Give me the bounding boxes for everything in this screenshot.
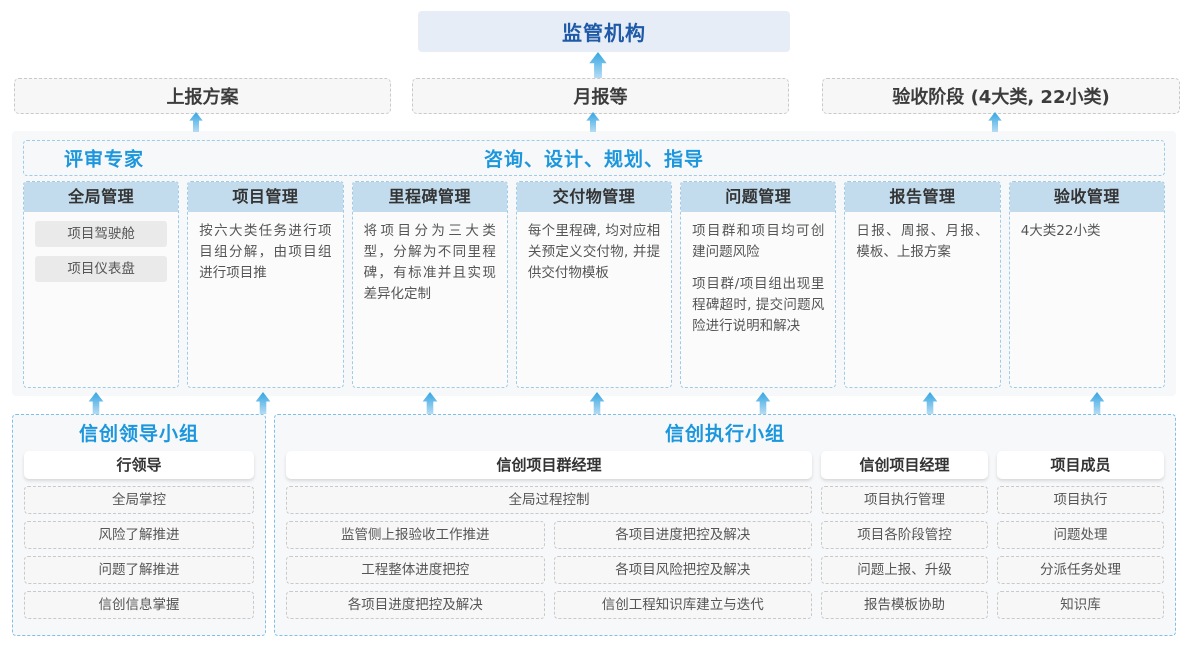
program-manager-right-task-1[interactable]: 各项目风险把控及解决 (553, 556, 812, 584)
program-manager-column: 信创项目群经理 全局过程控制 监管侧上报验收工作推进工程整体进度把控各项目进度把… (286, 451, 812, 619)
column-header-2: 里程碑管理 (352, 182, 507, 212)
column-body-5: 日报、周报、月报、模板、上报方案 (845, 212, 999, 387)
regulatory-authority-label: 监管机构 (562, 21, 646, 45)
bottom-panel: 信创领导小组 行领导 全局掌控风险了解推进问题了解推进信创信息掌握 信创执行小组… (12, 414, 1176, 636)
project-manager-task-list: 项目执行管理项目各阶段管控问题上报、升级报告模板协助 (821, 486, 988, 619)
column-header-6: 验收管理 (1009, 182, 1164, 212)
column-header-4: 问题管理 (681, 182, 836, 212)
execution-group-title: 信创执行小组 (664, 423, 785, 445)
role-project-manager: 信创项目经理 (821, 451, 988, 479)
report-box-acceptance-label: 验收阶段 (4大类, 22小类) (892, 87, 1110, 108)
arrow-up-to-authority (587, 52, 609, 78)
review-experts-label: 评审专家 (64, 148, 145, 171)
column-body-4: 项目群和项目均可创建问题风险项目群/项目组出现里程碑超时, 提交问题风险进行说明… (681, 212, 835, 387)
middle-panel-header: 评审专家 咨询、设计、规划、指导 (23, 140, 1165, 176)
column-paragraph-4-0: 项目群和项目均可创建问题风险 (692, 223, 825, 260)
arrow-up-to-report-1 (582, 112, 604, 132)
column-body-0: 项目驾驶舱项目仪表盘 (24, 212, 178, 387)
column-body-6: 4大类22小类 (1010, 212, 1164, 387)
project-member-task-3[interactable]: 知识库 (997, 591, 1164, 619)
column-body-2: 将项目分为三大类型，分解为不同里程碑，有标准并且实现差异化定制 (353, 212, 507, 387)
column-body-1: 按六大类任务进行项目组分解，由项目组进行项目推 (188, 212, 342, 387)
leadership-task-0[interactable]: 全局掌控 (24, 486, 254, 514)
project-member-task-list: 项目执行问题处理分派任务处理知识库 (997, 486, 1164, 619)
leadership-task-2[interactable]: 问题了解推进 (24, 556, 254, 584)
management-columns: 全局管理项目驾驶舱项目仪表盘项目管理按六大类任务进行项目组分解，由项目组进行项目… (23, 181, 1165, 388)
report-box-plan: 上报方案 (14, 78, 391, 114)
program-manager-left-task-1[interactable]: 工程整体进度把控 (286, 556, 545, 584)
management-column-0[interactable]: 全局管理项目驾驶舱项目仪表盘 (23, 181, 180, 388)
leadership-group-title: 信创领导小组 (78, 423, 199, 445)
project-member-task-0[interactable]: 项目执行 (997, 486, 1164, 514)
management-column-6[interactable]: 验收管理 4大类22小类 (1008, 181, 1165, 388)
program-manager-left-task-2[interactable]: 各项目进度把控及解决 (286, 591, 545, 619)
task-global-process-control: 全局过程控制 (286, 486, 812, 514)
leadership-group: 信创领导小组 行领导 全局掌控风险了解推进问题了解推进信创信息掌握 (12, 414, 266, 636)
leadership-task-1[interactable]: 风险了解推进 (24, 521, 254, 549)
column-header-1: 项目管理 (188, 182, 343, 212)
column-paragraph-5-0: 日报、周报、月报、模板、上报方案 (856, 223, 989, 260)
role-bank-leader: 行领导 (24, 451, 254, 479)
management-column-5[interactable]: 报告管理日报、周报、月报、模板、上报方案 (844, 181, 1001, 388)
project-member-column: 项目成员 项目执行问题处理分派任务处理知识库 (997, 451, 1164, 619)
report-box-monthly: 月报等 (412, 78, 789, 114)
column-header-0: 全局管理 (24, 182, 179, 212)
leadership-task-list: 全局掌控风险了解推进问题了解推进信创信息掌握 (24, 486, 254, 619)
execution-group: 信创执行小组 信创项目群经理 全局过程控制 监管侧上报验收工作推进工程整体进度把… (274, 414, 1176, 636)
management-column-3[interactable]: 交付物管理每个里程碑, 均对应相关预定义交付物, 并提供交付物模板 (515, 181, 673, 388)
project-manager-column: 信创项目经理 项目执行管理项目各阶段管控问题上报、升级报告模板协助 (821, 451, 988, 619)
column-paragraph-1-0: 按六大类任务进行项目组分解，由项目组进行项目推 (199, 223, 332, 281)
project-member-task-1[interactable]: 问题处理 (997, 521, 1164, 549)
column-paragraph-2-0: 将项目分为三大类型，分解为不同里程碑，有标准并且实现差异化定制 (363, 223, 496, 302)
consulting-design-label: 咨询、设计、规划、指导 (483, 148, 704, 171)
column-chip-0-0[interactable]: 项目驾驶舱 (35, 221, 168, 247)
role-program-manager: 信创项目群经理 (286, 451, 812, 479)
column-header-3: 交付物管理 (516, 182, 672, 212)
project-manager-task-0[interactable]: 项目执行管理 (821, 486, 988, 514)
project-manager-task-3[interactable]: 报告模板协助 (821, 591, 988, 619)
management-column-1[interactable]: 项目管理按六大类任务进行项目组分解，由项目组进行项目推 (187, 181, 344, 388)
management-column-4[interactable]: 问题管理项目群和项目均可创建问题风险项目群/项目组出现里程碑超时, 提交问题风险… (680, 181, 837, 388)
program-manager-right-task-0[interactable]: 各项目进度把控及解决 (553, 521, 812, 549)
program-manager-right-tasks: 各项目进度把控及解决各项目风险把控及解决信创工程知识库建立与迭代 (553, 514, 812, 619)
column-paragraph-4-1: 项目群/项目组出现里程碑超时, 提交问题风险进行说明和解决 (692, 276, 825, 334)
program-manager-left-tasks: 监管侧上报验收工作推进工程整体进度把控各项目进度把控及解决 (286, 514, 545, 619)
column-header-5: 报告管理 (845, 182, 1000, 212)
arrow-up-to-report-0 (185, 112, 207, 132)
middle-panel: 评审专家 咨询、设计、规划、指导 全局管理项目驾驶舱项目仪表盘项目管理按六大类任… (12, 131, 1176, 396)
report-box-monthly-label: 月报等 (573, 87, 628, 108)
report-box-plan-label: 上报方案 (166, 87, 239, 108)
project-member-task-2[interactable]: 分派任务处理 (997, 556, 1164, 584)
column-body-3: 每个里程碑, 均对应相关预定义交付物, 并提供交付物模板 (517, 212, 671, 387)
program-manager-right-task-2[interactable]: 信创工程知识库建立与迭代 (553, 591, 812, 619)
report-box-acceptance: 验收阶段 (4大类, 22小类) (822, 78, 1180, 114)
management-column-2[interactable]: 里程碑管理将项目分为三大类型，分解为不同里程碑，有标准并且实现差异化定制 (351, 181, 508, 388)
leadership-task-3[interactable]: 信创信息掌握 (24, 591, 254, 619)
column-paragraph-3-0: 每个里程碑, 均对应相关预定义交付物, 并提供交付物模板 (527, 223, 661, 281)
column-paragraph-6-0: 4大类22小类 (1020, 223, 1101, 239)
regulatory-authority-box: 监管机构 (418, 11, 790, 52)
arrow-up-to-report-2 (984, 112, 1006, 132)
column-chip-0-1[interactable]: 项目仪表盘 (35, 256, 168, 282)
project-manager-task-1[interactable]: 项目各阶段管控 (821, 521, 988, 549)
program-manager-left-task-0[interactable]: 监管侧上报验收工作推进 (286, 521, 545, 549)
project-manager-task-2[interactable]: 问题上报、升级 (821, 556, 988, 584)
role-project-member: 项目成员 (997, 451, 1164, 479)
